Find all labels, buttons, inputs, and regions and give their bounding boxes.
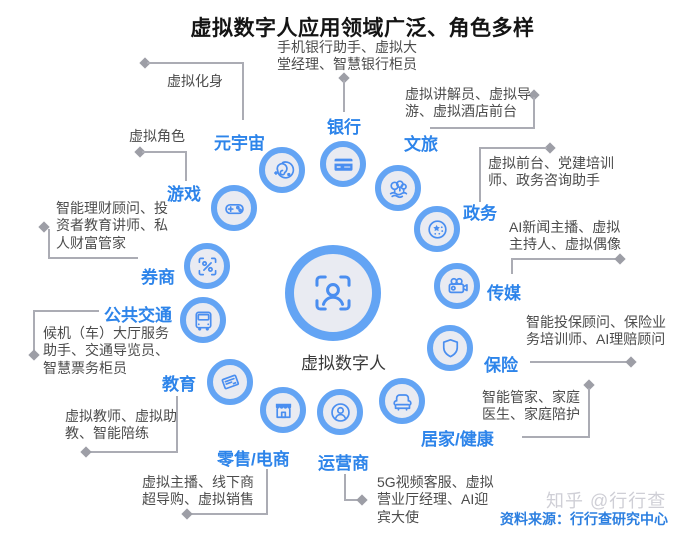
connector-line	[142, 151, 187, 153]
person-circle-icon	[330, 402, 350, 422]
connector-line	[176, 396, 178, 453]
video-camera-icon	[448, 277, 468, 293]
star-badge-icon	[427, 219, 447, 239]
annotation-game: 虚拟角色	[129, 128, 185, 144]
connector-line	[147, 62, 244, 64]
face-scan-icon	[315, 275, 351, 311]
sector-label-bank: 银行	[327, 118, 361, 137]
connector-line	[533, 97, 535, 129]
connector-line	[343, 80, 345, 112]
connector-line	[479, 147, 547, 149]
annotation-education: 虚拟教师、虚拟助 教、智能陪练	[65, 408, 177, 442]
connector-line	[33, 310, 99, 312]
connector-line	[344, 474, 346, 501]
sector-node-game	[211, 185, 257, 231]
connector-line	[242, 62, 244, 120]
sector-label-transport: 公共交通	[104, 306, 172, 325]
sector-label-retail: 零售/电商	[217, 450, 290, 469]
sector-label-game: 游戏	[167, 185, 201, 204]
connector-diamond	[181, 508, 193, 520]
credit-card-icon	[334, 158, 352, 171]
annotation-insurance: 智能投保顾问、保险业 务培训师、AI理赔顾问	[526, 314, 666, 348]
gamepad-icon	[224, 203, 244, 214]
center-label: 虚拟数字人	[301, 354, 386, 373]
shield-icon: 保	[442, 338, 458, 357]
sector-label-education: 教育	[162, 375, 196, 394]
connector-line	[90, 451, 178, 453]
annotation-metaverse: 虚拟化身	[167, 73, 223, 89]
connector-line	[48, 257, 138, 259]
connector-line	[530, 361, 629, 363]
armchair-icon	[392, 393, 412, 411]
percent-icon	[198, 257, 216, 275]
sector-label-government: 政务	[463, 204, 497, 223]
connector-diamond	[28, 349, 40, 361]
svg-text:保: 保	[445, 343, 454, 353]
zhihu-watermark: 知乎 @行行查	[546, 491, 667, 511]
sector-node-culture-tourism	[375, 165, 421, 211]
connector-line	[190, 513, 268, 515]
connector-diamond	[614, 253, 626, 265]
sector-label-culture-tourism: 文旅	[404, 135, 438, 154]
connector-diamond	[625, 356, 637, 368]
connector-line	[522, 436, 590, 438]
connector-line	[511, 258, 513, 274]
data-source: 资料来源：行行查研究中心	[500, 511, 668, 527]
sector-label-metaverse: 元宇宙	[214, 134, 265, 153]
connector-line	[185, 151, 187, 181]
page-title: 虚拟数字人应用领域广泛、角色多样	[190, 17, 535, 40]
annotation-transport: 候机（车）大厅服务 助手、交通导览员、 智慧票务柜员	[43, 325, 169, 376]
annotation-media: AI新闻主播、虚拟 主持人、虚拟偶像	[509, 219, 621, 253]
sector-node-bank	[320, 141, 366, 187]
sector-node-securities	[184, 243, 230, 289]
connector-line	[266, 469, 268, 515]
blackboard-icon	[221, 374, 239, 389]
annotation-retail: 虚拟主播、线下商 超导购、虚拟销售	[142, 474, 254, 508]
sector-node-transport	[180, 297, 226, 343]
sector-label-securities: 券商	[141, 268, 175, 287]
connector-line	[344, 499, 361, 501]
sector-node-government	[414, 206, 460, 252]
sector-node-metaverse	[259, 147, 305, 193]
connector-line	[430, 127, 535, 129]
annotation-culture-tourism: 虚拟讲解员、虚拟导 游、虚拟酒店前台	[405, 86, 531, 120]
connector-line	[588, 388, 590, 438]
sector-node-insurance: 保	[427, 325, 473, 371]
connector-diamond	[356, 494, 368, 506]
connector-diamond	[80, 446, 92, 458]
sector-label-insurance: 保险	[484, 356, 518, 375]
annotation-operator: 5G视频客服、虚拟 营业厅经理、AI迎 宾大使	[377, 474, 494, 525]
sector-node-media	[434, 263, 480, 309]
connector-line	[511, 258, 618, 260]
sector-node-retail	[260, 387, 306, 433]
sector-node-operator	[317, 389, 363, 435]
center-node-virtual-human	[285, 245, 381, 341]
sector-label-media: 传媒	[487, 284, 521, 303]
connector-line	[33, 310, 35, 354]
annotation-bank: 手机银行助手、虚拟大 堂经理、智慧银行柜员	[277, 39, 417, 73]
connector-line	[48, 229, 50, 259]
annotation-home-health: 智能管家、家庭 医生、家庭陪护	[482, 389, 580, 423]
sector-node-education	[207, 359, 253, 405]
storefront-icon	[275, 403, 291, 418]
scenery-icon	[389, 179, 407, 198]
bus-icon	[194, 311, 212, 331]
sector-label-home-health: 居家/健康	[421, 430, 494, 449]
connector-line	[479, 147, 481, 202]
sector-label-operator: 运营商	[318, 454, 369, 473]
annotation-securities: 智能理财顾问、投 资者教育讲师、私 人财富管家	[56, 200, 168, 251]
galaxy-icon	[273, 160, 294, 179]
sector-node-home-health	[379, 378, 425, 424]
annotation-government: 虚拟前台、党建培训 师、政务咨询助手	[488, 155, 614, 189]
